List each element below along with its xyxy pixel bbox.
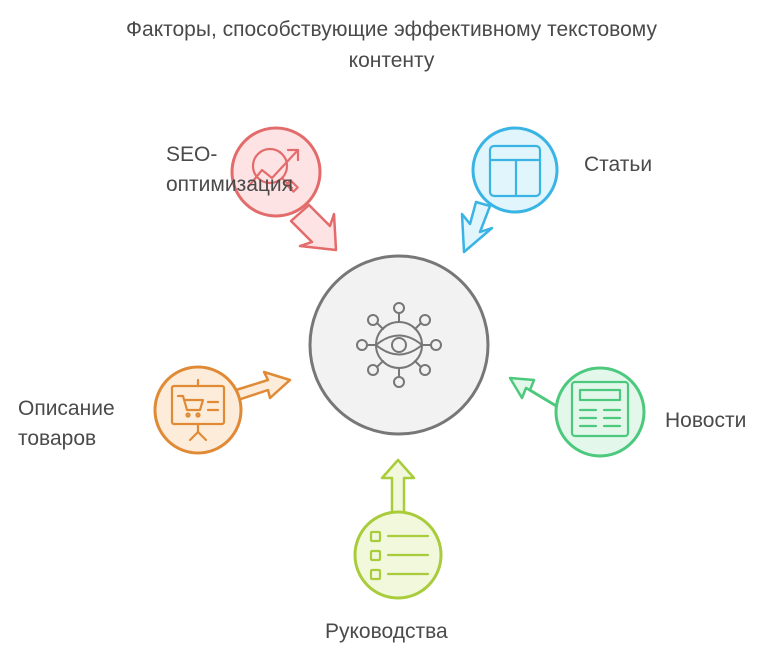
seo-label: SEO- оптимизация <box>166 140 293 200</box>
guides-label: Руководства <box>325 620 448 643</box>
seo-node <box>230 126 338 252</box>
layout-icon <box>488 144 542 198</box>
center-node <box>308 254 490 436</box>
title-line-2: контенту <box>348 49 435 72</box>
articles-label: Статьи <box>584 153 653 176</box>
articles-node <box>460 126 559 254</box>
guides-node <box>353 458 443 600</box>
chart-magnifier-icon <box>247 147 300 193</box>
products-label-line-1: Описание <box>18 397 115 420</box>
eye-network-icon <box>356 302 442 388</box>
products-node <box>153 365 292 455</box>
title-line-1: Факторы, способствующие эффективному тек… <box>126 18 657 41</box>
seo-label-line-1: SEO- <box>166 143 218 166</box>
news-node <box>508 366 646 458</box>
presentation-cart-icon <box>170 378 226 442</box>
seo-label-line-2: оптимизация <box>166 173 294 196</box>
checklist-icon <box>369 530 430 581</box>
newspaper-icon <box>570 380 630 438</box>
news-label: Новости <box>665 409 747 432</box>
products-label-line-2: товаров <box>18 427 97 450</box>
diagram-title: Факторы, способствующие эффективному тек… <box>0 14 783 76</box>
products-label: Описание товаров <box>18 394 115 454</box>
